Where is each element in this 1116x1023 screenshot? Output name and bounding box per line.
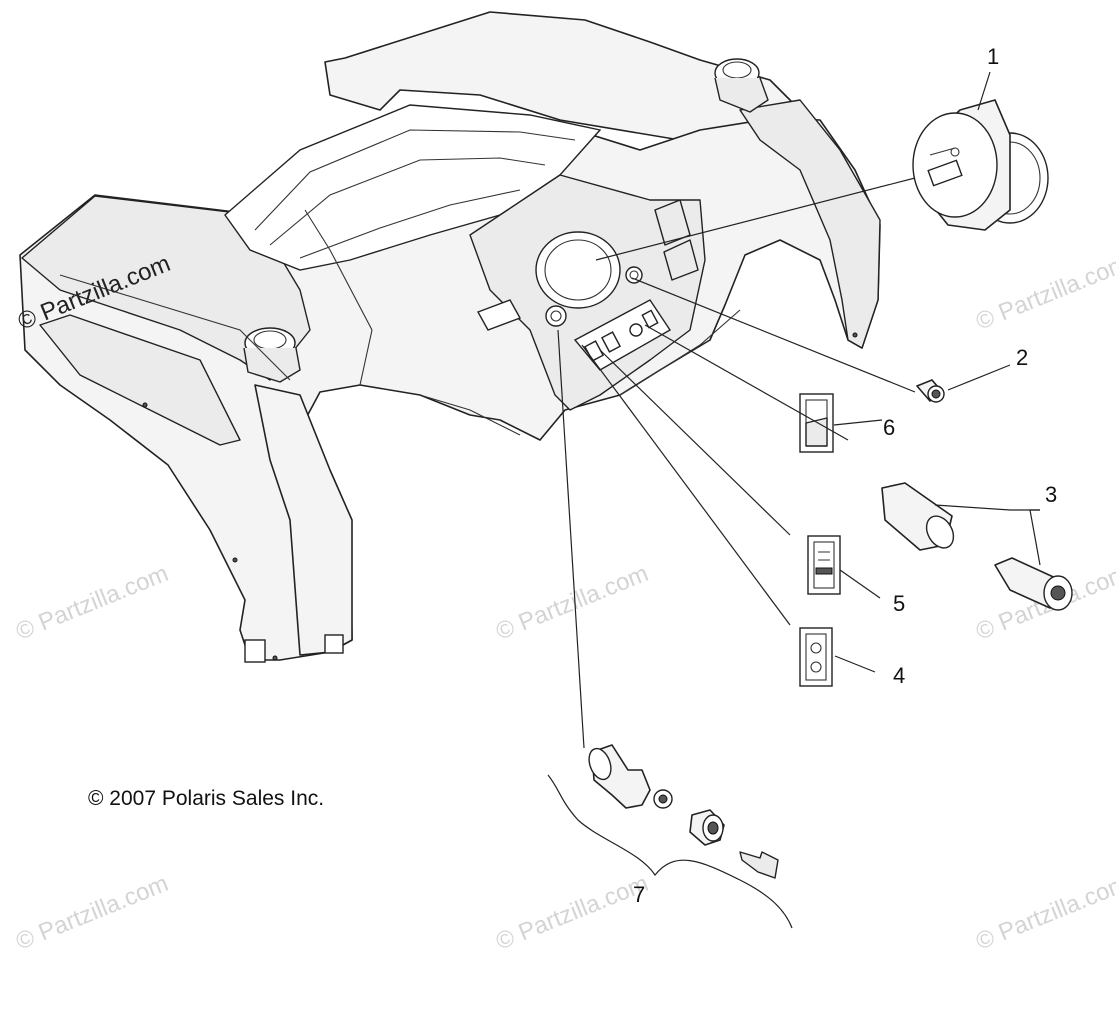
ignition-switch-part-7[interactable] — [585, 744, 779, 879]
watermark: © Partzilla.com — [492, 560, 652, 646]
callout-2: 2 — [1016, 345, 1028, 370]
rocker-switch-part-6[interactable] — [799, 393, 834, 453]
part-7-group-bracket — [547, 774, 793, 929]
light-switch-part-4[interactable] — [799, 627, 833, 687]
speedometer-part[interactable] — [912, 99, 1049, 231]
copyright-notice: © 2007 Polaris Sales Inc. — [88, 787, 324, 810]
leader-lines — [557, 71, 1041, 749]
dash-panel-assembly — [19, 11, 881, 663]
watermark: © Partzilla.com — [972, 250, 1116, 336]
watermark: © Partzilla.com — [972, 870, 1116, 956]
callout-4: 4 — [893, 663, 905, 688]
indicator-light-part[interactable] — [916, 379, 945, 403]
callout-1: 1 — [987, 44, 999, 69]
callout-5: 5 — [893, 591, 905, 616]
watermark: © Partzilla.com — [12, 870, 172, 956]
power-outlet-part[interactable] — [881, 482, 1073, 611]
watermark: © Partzilla.com — [492, 870, 652, 956]
callout-6: 6 — [883, 415, 895, 440]
callout-7: 7 — [633, 882, 645, 907]
callout-labels: 1 2 3 4 5 6 7 — [633, 44, 1057, 907]
switch-part-5[interactable] — [807, 535, 841, 595]
callout-3: 3 — [1045, 482, 1057, 507]
watermark: © Partzilla.com — [12, 560, 172, 646]
